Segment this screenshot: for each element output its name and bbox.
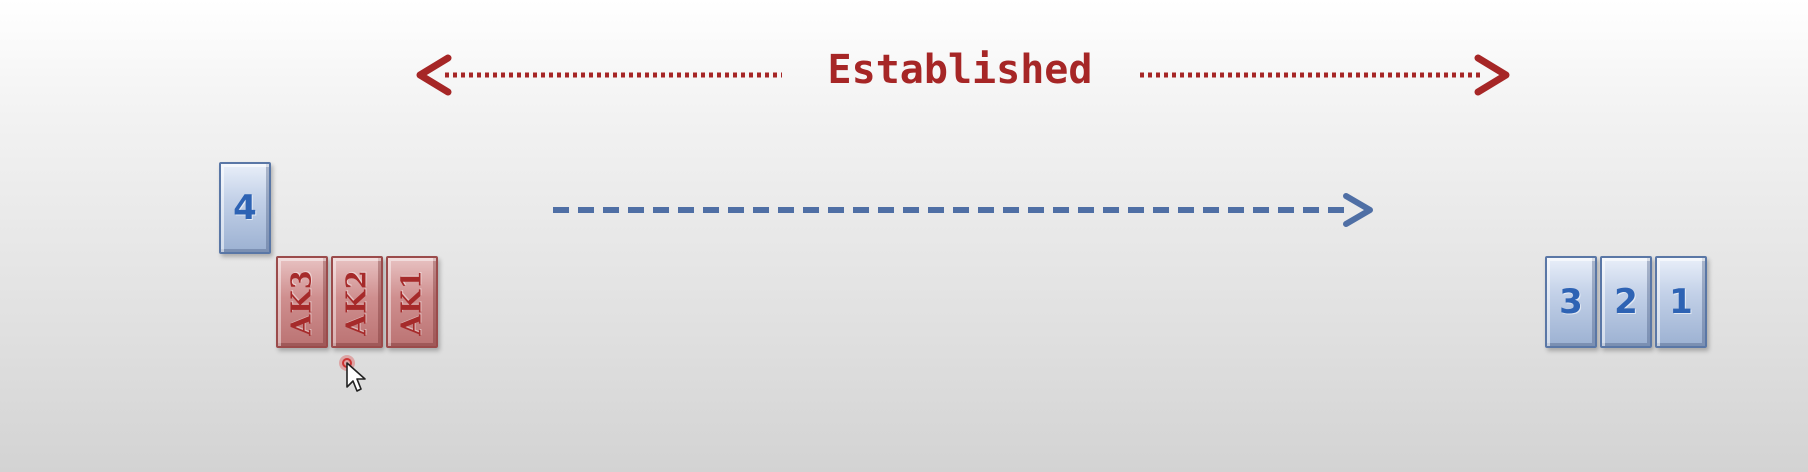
- established-arrow-right-head: [1474, 54, 1510, 96]
- data-flow-arrow: [553, 193, 1373, 227]
- segment-number: 3: [1559, 282, 1583, 322]
- receiver-segment-1: 1: [1655, 256, 1707, 348]
- ack-label: AK1: [396, 268, 428, 336]
- established-arrow-left-head: [416, 54, 452, 96]
- ack-label: AK3: [286, 268, 318, 336]
- segment-number: 1: [1669, 282, 1693, 322]
- ack-label: AK2: [341, 268, 373, 336]
- ack-packet-ak3: AK3: [276, 256, 328, 348]
- segment-number: 2: [1614, 282, 1638, 322]
- pointer-arrow: [346, 362, 366, 392]
- mouse-pointer-icon: [339, 355, 366, 392]
- receiver-segment-3: 3: [1545, 256, 1597, 348]
- established-label: Established: [827, 47, 1093, 93]
- sender-segment-4: 4: [219, 162, 271, 254]
- data-flow-arrow-head: [1343, 193, 1373, 227]
- ack-packet-ak2: AK2: [331, 256, 383, 348]
- receiver-segment-2: 2: [1600, 256, 1652, 348]
- segment-number: 4: [233, 188, 257, 228]
- established-span-arrow: [416, 54, 1510, 96]
- ack-packet-ak1: AK1: [386, 256, 438, 348]
